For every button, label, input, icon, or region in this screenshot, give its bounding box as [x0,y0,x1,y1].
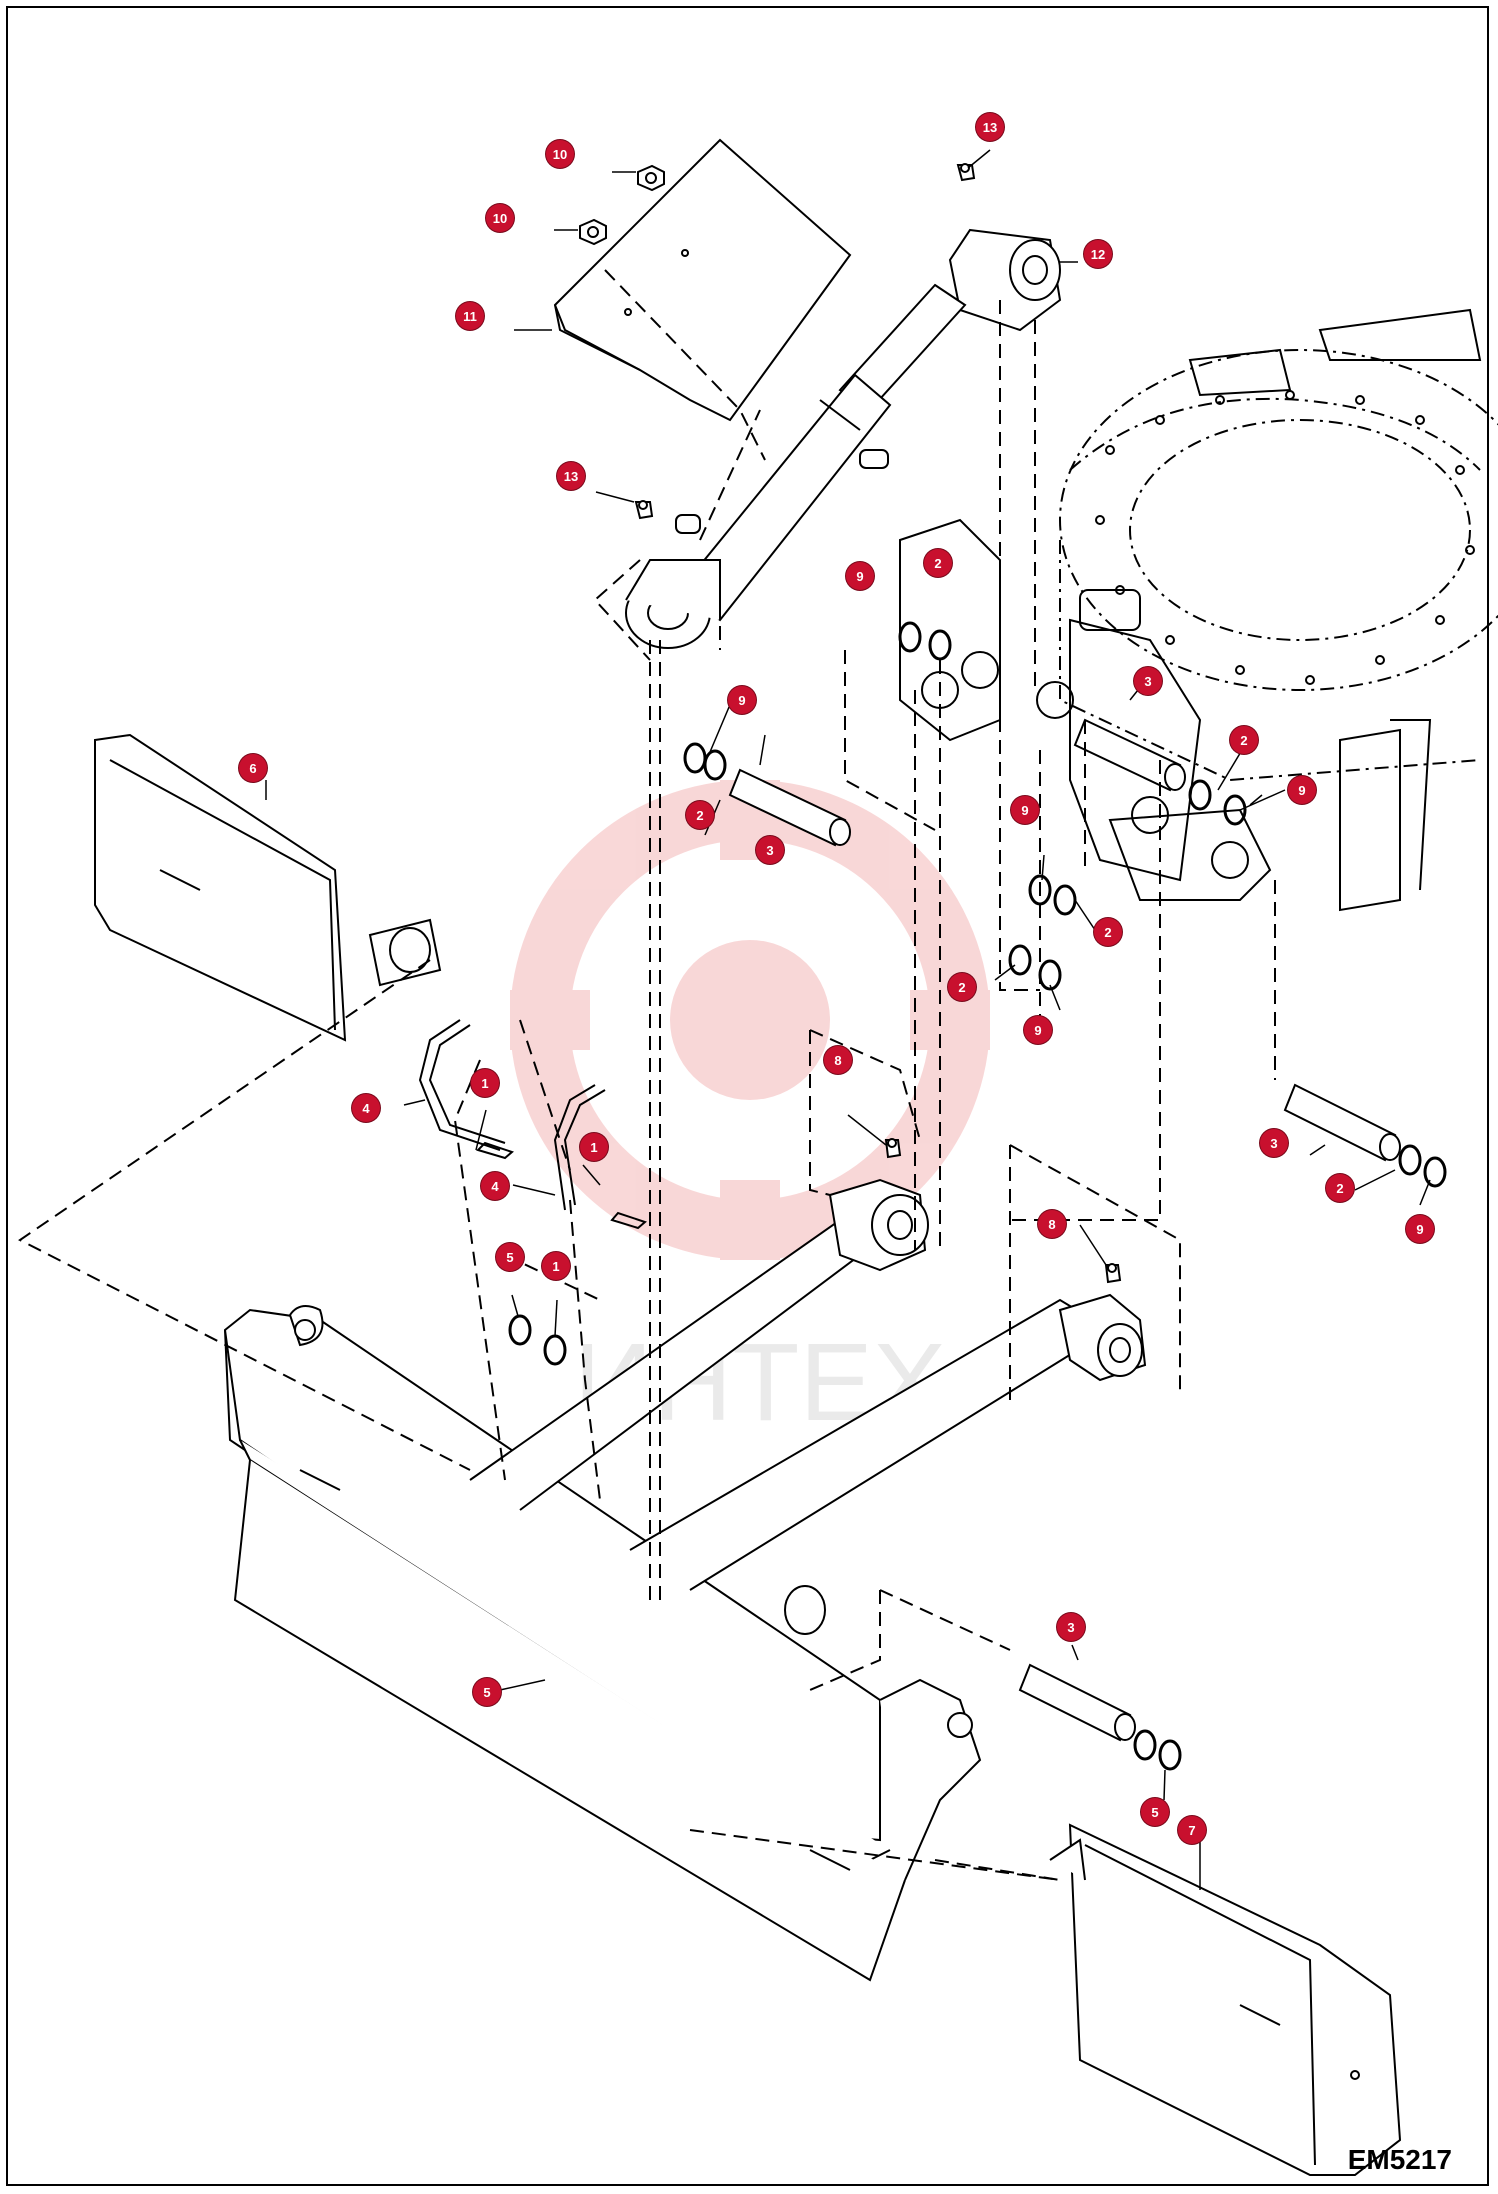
callout-c2e: 2 [948,973,976,1001]
nut-10-lower [579,218,607,246]
pin-3-right [1283,1083,1401,1162]
grease-fittings-8 [884,1138,1122,1284]
pin-3-bottom [1018,1663,1136,1742]
callout-c13a: 13 [976,113,1004,141]
figure-code: EM5217 [1347,2144,1452,2175]
callout-c2f: 2 [1326,1174,1354,1202]
pin-3-mid [1073,718,1186,792]
frame-bolt-holes [1095,390,1475,685]
callout-c6: 6 [239,754,267,782]
callout-c13b: 13 [557,462,585,490]
main-blade [223,1178,1147,1982]
callout-c2a: 2 [924,549,952,577]
callout-c9d: 9 [1288,776,1316,804]
callout-c5a: 5 [496,1243,524,1271]
callout-c3d: 3 [1057,1613,1085,1641]
left-blade-extension [94,733,442,1042]
right-blade-extension [1049,1823,1402,2176]
callout-c4a: 4 [352,1094,380,1122]
callout-c4b: 4 [481,1172,509,1200]
cotter-pins-1 [476,1141,647,1230]
callout-c2c: 2 [686,801,714,829]
callout-c2b: 2 [1230,726,1258,754]
grease-fitting-13-lower [634,500,654,520]
callout-c9e: 9 [1024,1016,1052,1044]
callout-c8b: 8 [1038,1210,1066,1238]
callout-c7: 7 [1178,1816,1206,1844]
callout-c1b: 1 [580,1133,608,1161]
callout-c10b: 10 [486,204,514,232]
pin-3-left [728,768,851,847]
callout-c9f: 9 [1406,1215,1434,1243]
cylinder-cover [553,138,852,422]
callout-c9b: 9 [728,686,756,714]
callout-c2d: 2 [1094,918,1122,946]
callout-c3b: 3 [756,836,784,864]
callout-c12: 12 [1084,240,1112,268]
machine-frame [899,308,1498,912]
callout-c10a: 10 [546,140,574,168]
hook-pins-4 [418,1019,606,1211]
grease-fitting-13-upper [956,163,976,182]
callout-c5b: 5 [473,1678,501,1706]
callout-c9a: 9 [846,562,874,590]
callout-c8a: 8 [824,1046,852,1074]
callout-c1c: 1 [542,1252,570,1280]
callout-c3a: 3 [1134,667,1162,695]
callout-c3c: 3 [1260,1129,1288,1157]
callout-c9c: 9 [1011,796,1039,824]
nut-10-upper [637,164,665,192]
callout-c1a: 1 [471,1069,499,1097]
callout-c11: 11 [456,302,484,330]
blade-cylinder [625,228,1062,649]
callout-c5c: 5 [1141,1798,1169,1826]
